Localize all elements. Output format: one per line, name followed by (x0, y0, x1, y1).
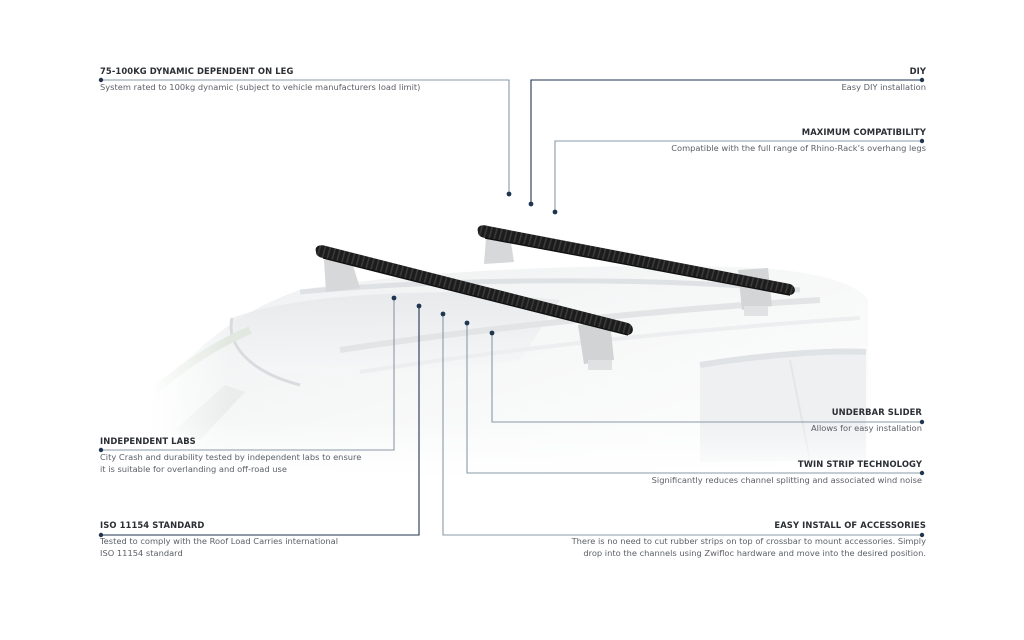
callout-description-line: ISO 11154 standard (100, 548, 183, 558)
front-crossbar (315, 245, 633, 336)
callout-description: System rated to 100kg dynamic (subject t… (100, 82, 421, 92)
callout-diy: DIY Easy DIY installation (841, 66, 926, 93)
callout-title: TWIN STRIP TECHNOLOGY (797, 459, 922, 469)
callout-title: ISO 11154 STANDARD (100, 520, 205, 530)
callout-title: UNDERBAR SLIDER (831, 407, 922, 417)
callout-description-line: Tested to comply with the Roof Load Carr… (100, 536, 339, 546)
callout-underbar-slider: UNDERBAR SLIDER Allows for easy installa… (811, 407, 922, 434)
callout-description-line: drop into the channels using Zwifloc har… (583, 548, 926, 558)
callout-description: Compatible with the full range of Rhino-… (671, 143, 926, 153)
callout-title: MAXIMUM COMPATIBILITY (801, 127, 926, 137)
callout-description: Allows for easy installation (810, 423, 922, 433)
callout-title: EASY INSTALL OF ACCESSORIES (774, 520, 926, 530)
connector-lines (100, 79, 922, 536)
callout-description: There is no need to cut rubber strips on… (572, 535, 926, 559)
callout-title: 75-100KG DYNAMIC DEPENDENT ON LEG (100, 66, 294, 76)
callout-description: Easy DIY installation (841, 82, 926, 92)
callout-description: Tested to comply with the Roof Load Carr… (100, 535, 338, 559)
callout-twin-strip-technology: TWIN STRIP TECHNOLOGY Significantly redu… (652, 459, 922, 486)
callout-maximum-compatibility: MAXIMUM COMPATIBILITY Compatible with th… (671, 127, 926, 154)
connector-dots (98, 77, 925, 538)
callout-description-line: There is no need to cut rubber strips on… (571, 536, 926, 546)
callout-accessories-install: EASY INSTALL OF ACCESSORIES There is no … (572, 520, 926, 559)
callout-load-rating: 75-100KG DYNAMIC DEPENDENT ON LEG System… (100, 66, 420, 93)
callout-title: INDEPENDENT LABS (100, 436, 196, 446)
callout-description: City Crash and durability tested by inde… (100, 451, 361, 475)
callout-title: DIY (909, 66, 926, 76)
rear-crossbar (477, 225, 795, 296)
callout-description-line: City Crash and durability tested by inde… (100, 452, 362, 462)
callout-iso-standard: ISO 11154 STANDARD Tested to comply with… (100, 520, 338, 559)
callout-description: Significantly reduces channel splitting … (651, 475, 922, 485)
callout-independent-labs: INDEPENDENT LABS City Crash and durabili… (100, 436, 361, 475)
callout-description-line: it is suitable for overlanding and off-r… (100, 464, 287, 474)
